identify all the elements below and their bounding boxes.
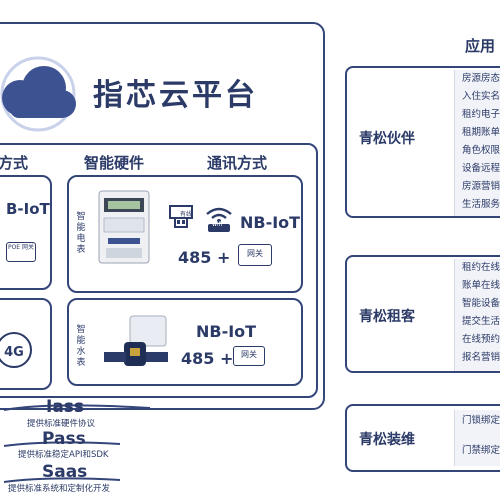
4g-label: 4G	[4, 345, 24, 360]
smart-meter-vertical-label: 智 能 电 表	[76, 212, 86, 255]
list-item: 房源营销	[462, 181, 500, 192]
poe-gateway-icon: POE 网关	[6, 242, 36, 262]
list-item: 提交生活	[462, 316, 500, 327]
stack-saas-name: Saas	[42, 462, 88, 482]
platform-title: 指芯云平台	[93, 78, 258, 113]
wifi-icon	[206, 207, 232, 232]
panel-tenant-list: 租约在线 账单在线 智能设备 提交生活 在线预约 报名营销	[454, 259, 500, 371]
stack-saas-desc: 提供标准系统和定制化开发	[8, 484, 111, 494]
meter-gateway-label: 网关	[247, 249, 263, 258]
smart-water-vertical-label: 智 能 水 表	[76, 325, 86, 368]
left-nbiot-label: B-IoT	[6, 200, 50, 218]
electric-meter-image	[98, 190, 150, 264]
stack-arcs	[3, 404, 151, 483]
cloud-icon	[0, 56, 76, 132]
wifi-label: wifi	[212, 221, 223, 228]
water-nbiot-label: NB-IoT	[196, 322, 257, 341]
meter-485-label: 485 +	[178, 248, 231, 267]
water-meter-image	[104, 315, 168, 366]
list-item: 租约电子	[462, 109, 500, 120]
list-item: 租约在线	[462, 262, 500, 273]
wired-label: 有线	[180, 211, 193, 218]
header-app-partial: 应用	[465, 37, 496, 55]
list-item: 门锁绑定	[462, 415, 500, 426]
meter-nbiot-label: NB-IoT	[240, 213, 301, 232]
water-485-label: 485 +	[181, 349, 234, 368]
stack-iass-name: Iass	[46, 397, 85, 417]
list-item: 生活服务	[462, 199, 500, 210]
water-gateway-label: 网关	[241, 350, 257, 359]
left-card-bottom	[0, 298, 52, 390]
list-item: 门禁绑定	[462, 445, 500, 456]
list-item: 租期账单	[462, 127, 500, 138]
list-item: 账单在线	[462, 280, 500, 291]
left-card-top	[0, 175, 52, 290]
list-item: 报名营销	[462, 352, 500, 363]
header-hardware: 智能硬件	[84, 154, 145, 172]
list-item: 在线预约	[462, 334, 500, 345]
stack-pass-name: Pass	[42, 429, 86, 449]
header-left-partial: 方式	[0, 154, 29, 172]
platform-frame	[0, 22, 325, 410]
stack-pass-desc: 提供标准稳定API和SDK	[18, 450, 109, 460]
panel-partner-title: 青松伙伴	[359, 131, 415, 147]
smart-water-card	[67, 298, 303, 386]
list-item: 入住实名	[462, 91, 500, 102]
list-item: 设备远程	[462, 163, 500, 174]
meter-gateway-icon: 网关	[238, 244, 272, 266]
hardware-frame	[0, 143, 318, 398]
panel-partner-list: 房源房态 入住实名 租约电子 租期账单 角色权限 设备远程 房源营销 生活服务	[454, 70, 500, 216]
4g-icon: 4G	[0, 332, 32, 368]
list-item: 房源房态	[462, 73, 500, 84]
wired-device-icon	[169, 205, 193, 228]
panel-maintenance-title: 青松装维	[359, 432, 415, 448]
panel-maintenance-list: 门锁绑定 门禁绑定	[454, 410, 500, 466]
water-gateway-icon: 网关	[233, 346, 265, 366]
list-item: 智能设备	[462, 298, 500, 309]
panel-tenant-title: 青松租客	[359, 309, 415, 325]
header-comm: 通讯方式	[207, 154, 268, 172]
stack-iass-desc: 提供标准硬件协议	[27, 419, 96, 429]
list-item: 角色权限	[462, 145, 500, 156]
poe-gateway-label: POE 网关	[7, 244, 35, 251]
